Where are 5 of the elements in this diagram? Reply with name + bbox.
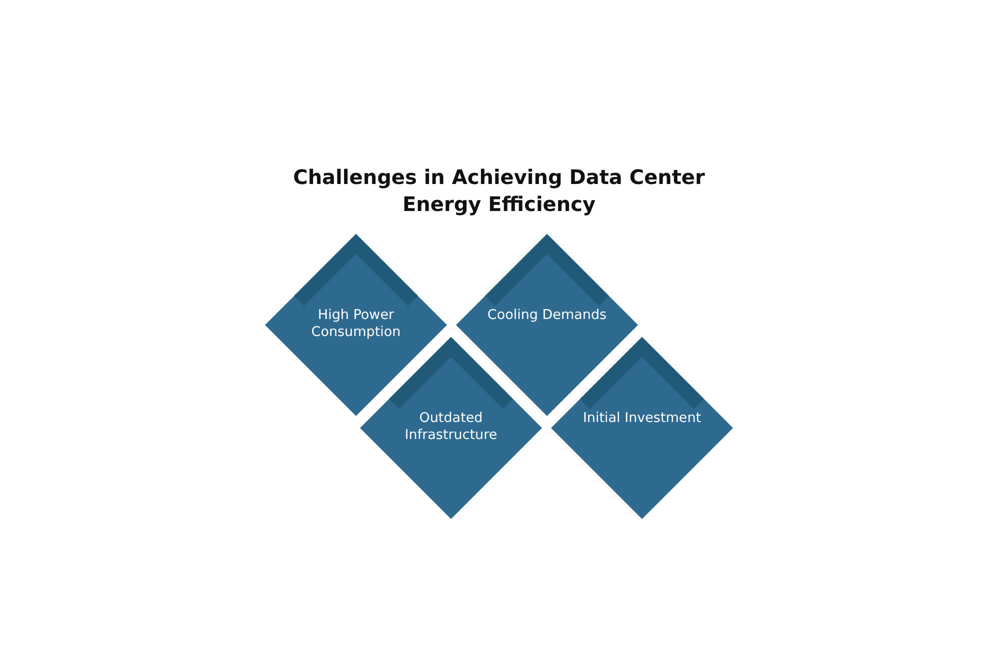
node-label: High Power Consumption [310, 307, 402, 341]
diagram-title: Challenges in Achieving Data Center Energy Efficiency [292, 164, 706, 218]
node-label: Initial Investment [582, 410, 702, 427]
node-label: Outdated Infrastructure [404, 410, 498, 444]
node-label: Cooling Demands [486, 307, 608, 324]
